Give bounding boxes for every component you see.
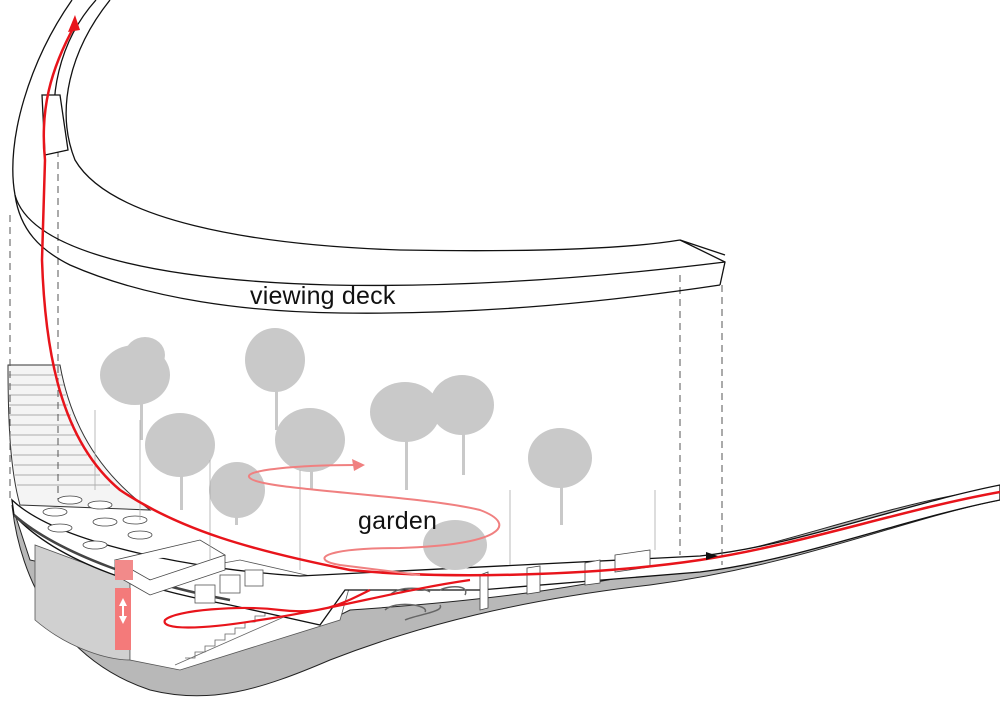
tree — [275, 408, 345, 490]
garden-trees — [100, 328, 592, 570]
viewing-deck-label: viewing deck — [250, 282, 396, 310]
garden-label: garden — [358, 507, 438, 535]
viewing-deck-ribbon — [12, 0, 726, 314]
s-benches — [384, 585, 467, 621]
tree — [100, 337, 170, 440]
route-arrow-icon — [706, 552, 718, 560]
route-arrow-icon — [352, 459, 365, 471]
tree — [370, 382, 440, 490]
tree — [528, 428, 592, 525]
tree — [209, 462, 265, 525]
elevator-arrows-icon — [119, 598, 127, 624]
route-arrow-icon — [68, 15, 80, 32]
tree — [245, 328, 305, 430]
circulation-route — [40, 24, 1000, 629]
tree — [145, 413, 215, 510]
tree — [430, 375, 494, 475]
cafe-tables — [42, 495, 153, 550]
tree — [423, 520, 487, 570]
cube-seats — [194, 569, 264, 604]
elevator-block — [115, 560, 133, 580]
projection-lines — [9, 150, 723, 565]
